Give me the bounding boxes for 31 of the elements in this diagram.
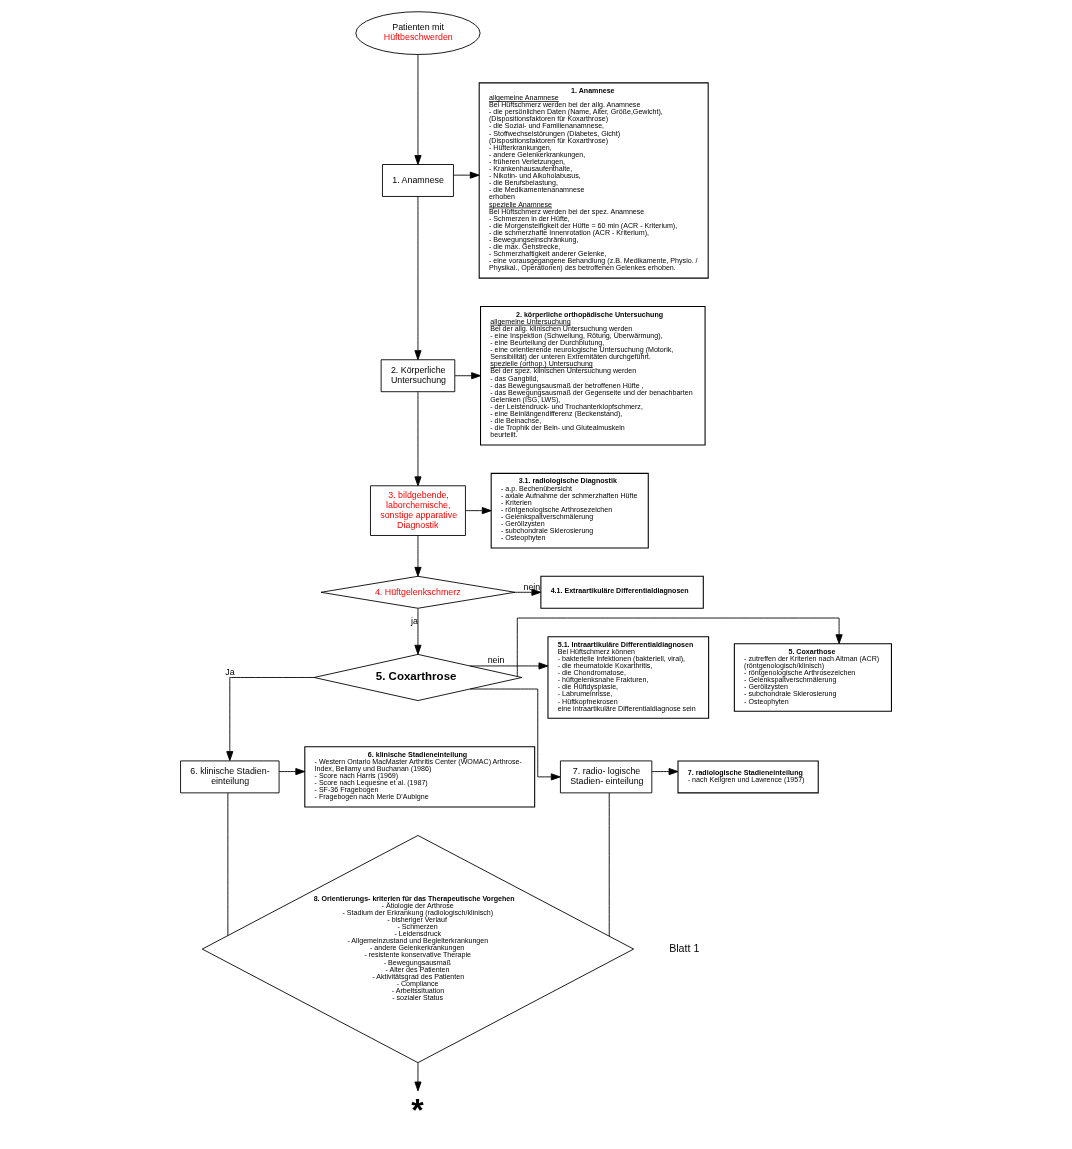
arrow [414, 391, 422, 487]
connector [608, 792, 610, 937]
arrow [453, 171, 480, 179]
edge-label: ja [410, 616, 418, 627]
arrow [516, 617, 843, 677]
edge-label: nein [487, 655, 505, 666]
label: Blatt 1 [669, 941, 700, 954]
arrow [226, 677, 315, 761]
arrow [414, 535, 422, 577]
connector [227, 792, 229, 936]
edge-label: nein [523, 581, 541, 592]
edge-label: Ja [225, 666, 235, 677]
arrow [454, 372, 481, 380]
arrow [651, 768, 679, 776]
node-box: 3. bildgebende, laborchemische, sonstige apparative Diagnostik [370, 485, 466, 536]
arrow [469, 662, 549, 670]
node-diamond: 4. Hüftgelenkschmerz [320, 575, 516, 609]
arrow [414, 1062, 422, 1092]
node-text: * [411, 1092, 424, 1129]
node-box: 2. Körperliche Untersuchung [380, 359, 456, 393]
node-ellipse: Patienten mit Hüftbeschwerden [355, 11, 481, 55]
node-box: 6. klinische Stadien- einteilung [180, 760, 280, 794]
node-box: 1. Anamnese [382, 164, 454, 197]
arrow [414, 607, 422, 655]
arrow [414, 54, 422, 165]
arrow [278, 768, 306, 776]
node-box: 7. radio- logische Stadien- einteilung [559, 760, 653, 794]
arrow [469, 688, 561, 781]
arrow [465, 507, 492, 515]
arrow [414, 196, 422, 360]
arrow [514, 588, 542, 596]
